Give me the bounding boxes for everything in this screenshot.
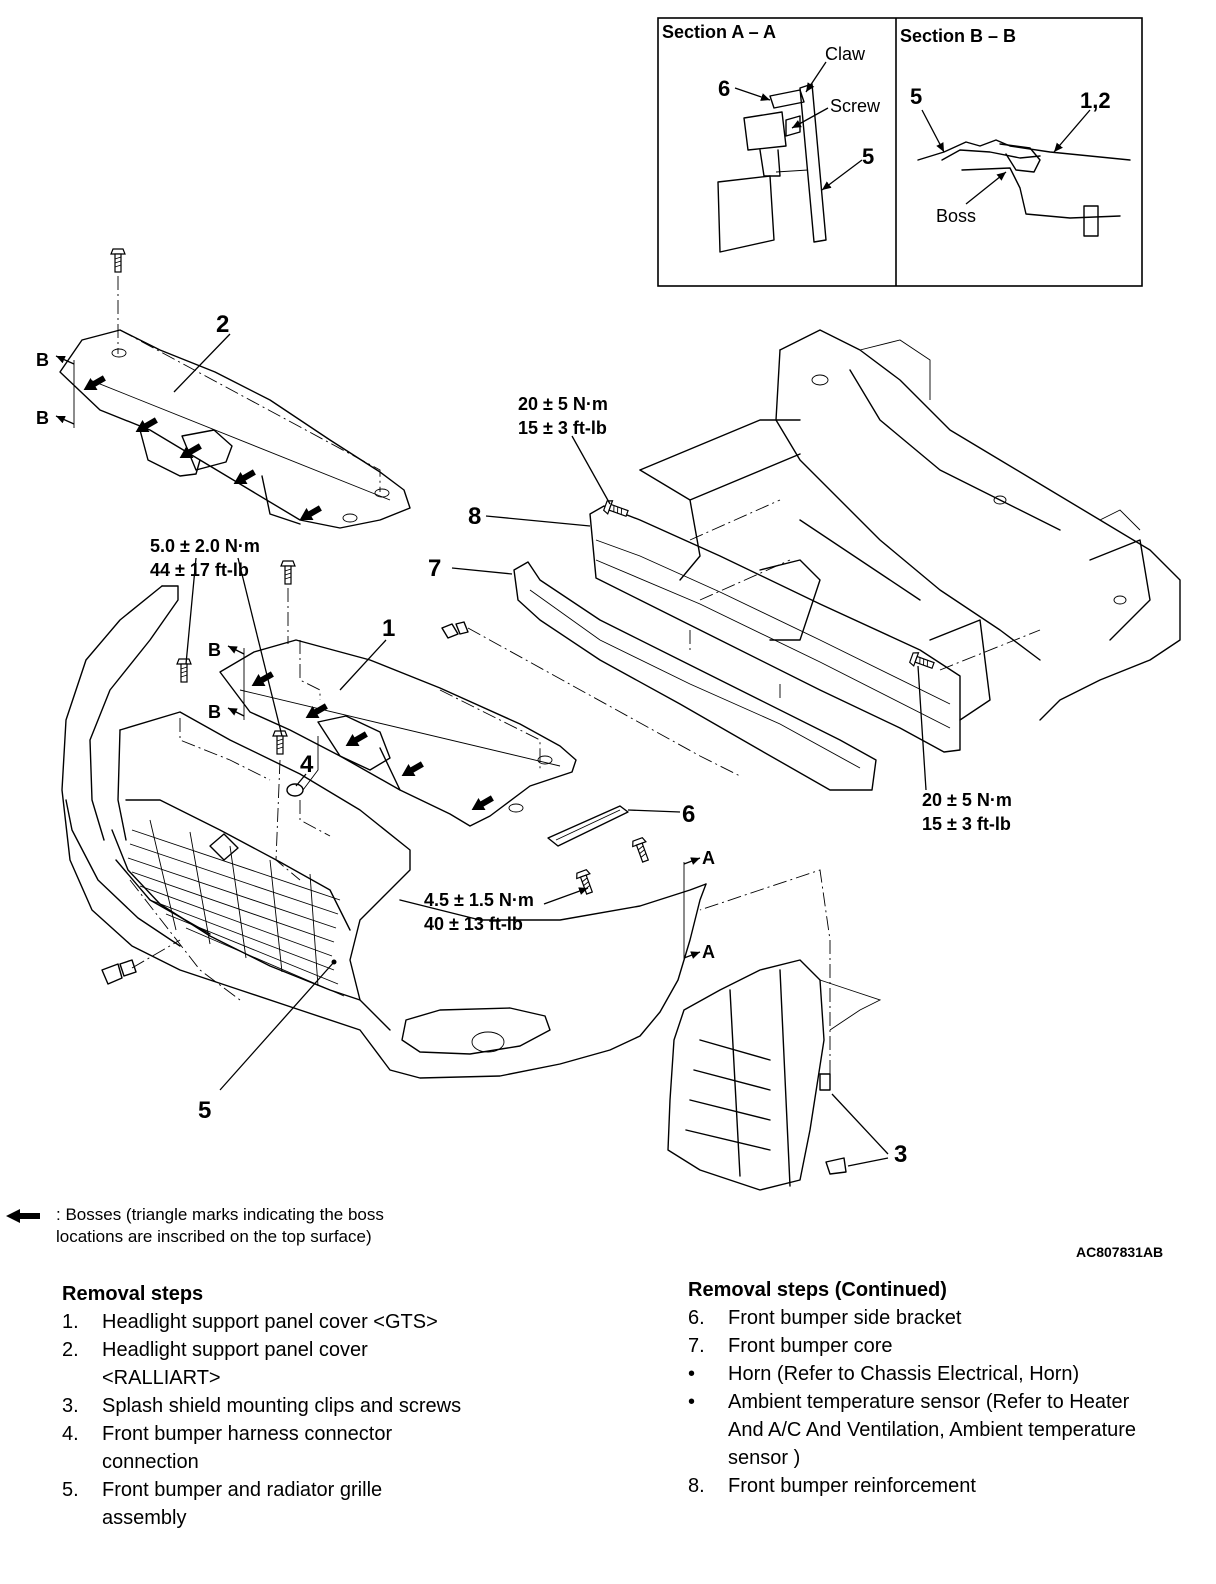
mark-a-1: A bbox=[702, 848, 715, 868]
part-4-harness-connector bbox=[286, 736, 319, 797]
section-a-callout-5: 5 bbox=[862, 144, 874, 169]
removal-steps-title: Removal steps bbox=[62, 1283, 204, 1305]
torque-1-ftlb: 15 ± 3 ft-lb bbox=[518, 418, 607, 438]
side-bracket-bolt-2 bbox=[630, 836, 653, 865]
splash-shield-clip-2 bbox=[825, 1157, 847, 1175]
callout-7: 7 bbox=[428, 555, 441, 582]
removal-steps: Removal steps 1.Headlight support panel … bbox=[62, 1280, 462, 1532]
mark-a-2: A bbox=[702, 942, 715, 962]
callout-4: 4 bbox=[300, 751, 314, 778]
removal-steps-continued-title: Removal steps (Continued) bbox=[688, 1279, 947, 1301]
list-item: 2.Headlight support panel cover <RALLIAR… bbox=[62, 1339, 368, 1389]
bumper-bolt-left bbox=[176, 658, 192, 683]
list-item: 5.Front bumper and radiator grille assem… bbox=[62, 1479, 383, 1529]
part-6-side-bracket bbox=[547, 805, 629, 847]
callout-2: 2 bbox=[216, 311, 229, 338]
torque-2-ftlb: 44 ± 17 ft-lb bbox=[150, 560, 249, 580]
section-a-title: Section A – A bbox=[662, 22, 776, 42]
part-1-panel-cover bbox=[219, 639, 577, 827]
torque-3-nm: 20 ± 5 N·m bbox=[922, 790, 1012, 810]
list-item: 3.Splash shield mounting clips and screw… bbox=[62, 1395, 462, 1417]
boss-label: Boss bbox=[936, 206, 976, 226]
section-a-callout-6: 6 bbox=[718, 76, 730, 101]
boss-arrow-icon bbox=[6, 1209, 40, 1223]
grille-mesh bbox=[127, 819, 345, 997]
boss-legend: : Bosses (triangle marks indicating the … bbox=[4, 1204, 474, 1248]
section-box bbox=[657, 17, 1143, 287]
mark-b-1: B bbox=[36, 350, 49, 370]
part-2-panel-cover bbox=[59, 329, 411, 529]
callout-6: 6 bbox=[682, 801, 695, 828]
section-b-callout-12: 1,2 bbox=[1080, 88, 1111, 113]
part-7-bumper-core bbox=[513, 561, 877, 791]
cover-bolt-gts bbox=[280, 560, 296, 585]
figure-code: AC807831AB bbox=[1076, 1244, 1164, 1260]
splash-shield-clip-1 bbox=[819, 1073, 831, 1091]
list-item: 6.Front bumper side bracket bbox=[688, 1307, 962, 1329]
screw-label: Screw bbox=[830, 96, 881, 116]
callout-1: 1 bbox=[382, 615, 395, 642]
core-clip bbox=[441, 621, 469, 639]
torque-1-nm: 20 ± 5 N·m bbox=[518, 394, 608, 414]
list-item: 8.Front bumper reinforcement bbox=[688, 1475, 976, 1497]
section-a-drawing bbox=[717, 83, 827, 253]
callout-3: 3 bbox=[894, 1141, 907, 1168]
legend-line-2: locations are inscribed on the top surfa… bbox=[56, 1227, 372, 1246]
section-b-callout-5: 5 bbox=[910, 84, 922, 109]
torque-3-ftlb: 15 ± 3 ft-lb bbox=[922, 814, 1011, 834]
bumper-bolt-center bbox=[272, 730, 288, 755]
removal-steps-continued: Removal steps (Continued) 6.Front bumper… bbox=[688, 1276, 1158, 1500]
torque-4-ftlb: 40 ± 13 ft-lb bbox=[424, 914, 523, 934]
part-8-reinforcement bbox=[589, 505, 961, 753]
section-b-title: Section B – B bbox=[900, 26, 1016, 46]
part-3-splash-shield bbox=[667, 959, 882, 1191]
list-item: •Horn (Refer to Chassis Electrical, Horn… bbox=[688, 1363, 1080, 1385]
torque-2-nm: 5.0 ± 2.0 N·m bbox=[150, 536, 260, 556]
mark-b-4: B bbox=[208, 702, 221, 722]
torque-4-nm: 4.5 ± 1.5 N·m bbox=[424, 890, 534, 910]
section-b-drawing bbox=[917, 139, 1131, 237]
removal-steps-list: 1.Headlight support panel cover <GTS> 2.… bbox=[62, 1308, 462, 1532]
list-item: •Ambient temperature sensor (Refer to He… bbox=[688, 1391, 1137, 1469]
part-5-front-bumper bbox=[61, 585, 707, 1079]
bumper-clip-left bbox=[101, 959, 137, 985]
claw-label: Claw bbox=[825, 44, 866, 64]
mark-b-3: B bbox=[208, 640, 221, 660]
panel-cover-bolt bbox=[110, 248, 126, 273]
list-item: 7.Front bumper core bbox=[688, 1335, 893, 1357]
list-item: 1.Headlight support panel cover <GTS> bbox=[62, 1311, 438, 1333]
list-item: 4.Front bumper harness connector connect… bbox=[62, 1423, 393, 1473]
body-frame bbox=[639, 329, 1181, 721]
removal-steps-continued-list: 6.Front bumper side bracket 7.Front bump… bbox=[688, 1304, 1158, 1500]
callout-5: 5 bbox=[198, 1097, 211, 1124]
legend-line-1: : Bosses (triangle marks indicating the … bbox=[56, 1205, 384, 1224]
mark-b-2: B bbox=[36, 408, 49, 428]
callout-8: 8 bbox=[468, 503, 481, 530]
